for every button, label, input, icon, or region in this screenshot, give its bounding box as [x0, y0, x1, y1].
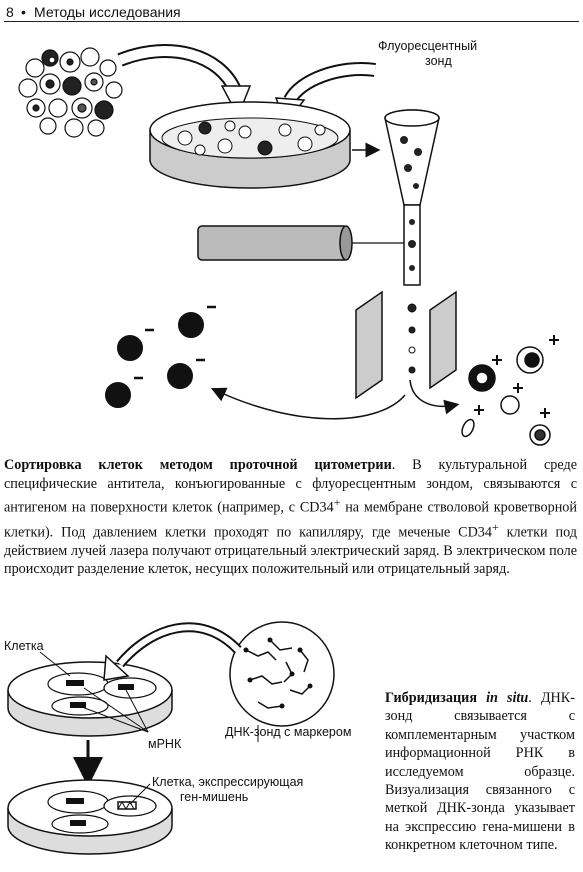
page-header: 8 • Методы исследования — [4, 2, 579, 22]
sample-dish-bottom — [7, 779, 173, 855]
caption1-sup1: + — [333, 495, 341, 510]
negative-cells — [105, 305, 216, 408]
header-rule — [4, 21, 579, 22]
laser — [197, 225, 404, 261]
expressing-cell-label-2: ген-мишень — [180, 790, 248, 804]
caption2-text: . ДНК-зонд связывается с комплементарным… — [385, 690, 575, 854]
header-bullet: • — [21, 4, 26, 20]
mrna-label: мРНК — [148, 737, 182, 751]
hybridization-caption: Гибридизация in situ. ДНК-зонд связывает… — [385, 689, 575, 855]
hybridization-figure: Клетка мРНК ДНК-зонд с маркером — [4, 621, 351, 855]
dna-probe-circle — [229, 621, 335, 727]
caption1-title: Сортировка клеток методом проточной цито… — [4, 457, 392, 473]
probe-label-1: Флуоресцентный — [378, 39, 477, 53]
expressing-cell-label-1: Клетка, экспрессирующая — [152, 775, 303, 789]
positive-cells — [461, 335, 559, 446]
caption2-title-italic: in situ — [486, 690, 529, 706]
cell-label: Клетка — [4, 639, 44, 653]
caption1-text-c: клетки под действием лучей лазера получа… — [4, 524, 577, 578]
caption1-text-b: на мембране стволовой кроветворной клетк… — [4, 499, 577, 541]
petri-dish — [149, 101, 351, 189]
probe-label-2: зонд — [425, 54, 452, 68]
caption1-text-a: . В культуральной среде специфические ан… — [4, 457, 577, 516]
flow-cytometry-figure: Флуоресцентный зонд — [18, 39, 559, 446]
deflection-plate-right — [429, 290, 457, 390]
page-number: 8 — [6, 4, 14, 20]
caption2-title: Гибридизация — [385, 690, 487, 706]
deflection-plate-left — [355, 290, 383, 400]
sample-dish-top — [7, 661, 173, 737]
flow-cytometry-caption: Сортировка клеток методом проточной цито… — [4, 456, 577, 579]
cell-cluster — [18, 47, 123, 138]
capillary-funnel — [384, 109, 440, 286]
probe-marker-label: ДНК-зонд с маркером — [225, 725, 351, 739]
section-title: Методы исследования — [34, 4, 181, 20]
caption1-sup2: + — [492, 519, 499, 534]
